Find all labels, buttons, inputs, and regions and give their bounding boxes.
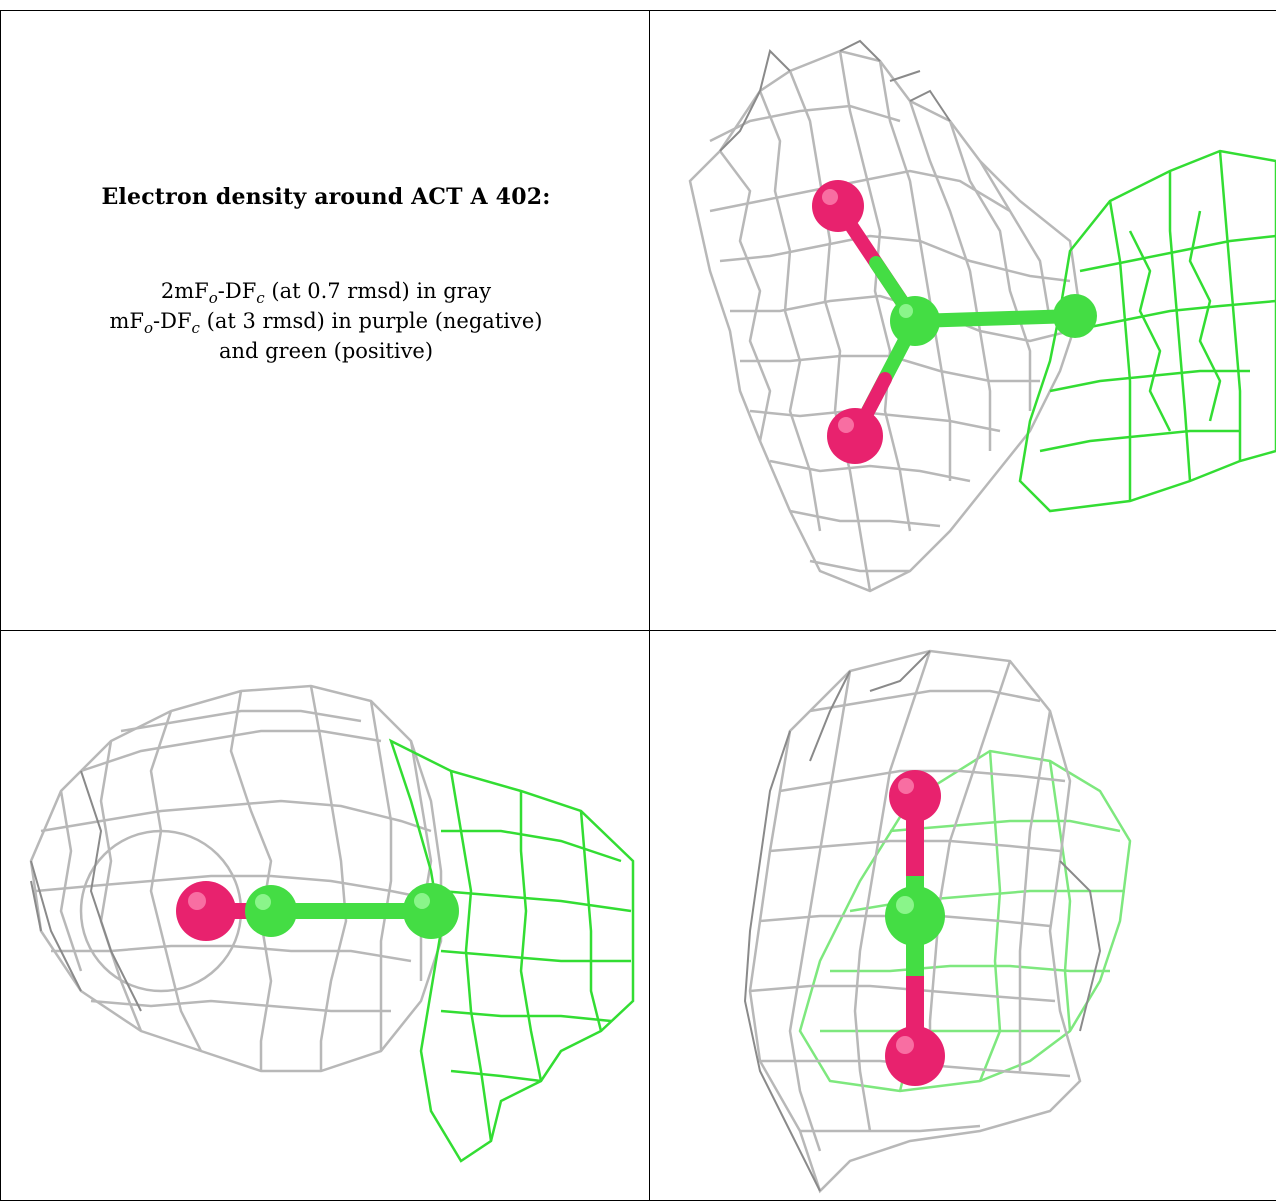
carbon-atom (890, 296, 940, 346)
ligand-model (176, 881, 459, 941)
dark-density-mesh (719, 39, 951, 152)
dark-density-mesh (743, 650, 1102, 1192)
carbon-atom (1053, 294, 1097, 338)
gray-density-mesh (748, 649, 1082, 1194)
density-view-2 (29, 684, 635, 1163)
oxygen-atom (812, 180, 864, 232)
center-border (649, 10, 650, 1201)
ligand-model (885, 770, 945, 1086)
caption-line-3: and green (positive) (218, 339, 434, 363)
density-panel-bottom-right (650, 631, 1276, 1200)
carbon-atom (885, 886, 945, 946)
dark-density-mesh (30, 770, 142, 1012)
left-border (0, 10, 1, 1201)
middle-border (0, 630, 1276, 631)
density-panel-top-right (650, 11, 1276, 630)
oxygen-atom (827, 408, 883, 464)
density-panel-bottom-left (1, 631, 649, 1200)
caption-line-1: 2mFo-DFc (at 0.7 rmsd) in gray (160, 279, 492, 307)
oxygen-atom (889, 770, 941, 822)
density-view-3 (743, 649, 1132, 1194)
green-density-mesh (798, 749, 1132, 1093)
density-view-1 (688, 39, 1276, 593)
top-border (0, 10, 1276, 11)
caption-cell: Electron density around ACT A 402: 2mFo-… (1, 11, 649, 630)
green-density-mesh (1018, 149, 1276, 513)
carbon-atom (245, 885, 297, 937)
caption-line-2: mFo-DFc (at 3 rmsd) in purple (negative) (109, 309, 543, 337)
bottom-border (0, 1200, 1276, 1201)
caption-title: Electron density around ACT A 402: (101, 184, 551, 210)
oxygen-atom (176, 881, 236, 941)
carbon-atom (403, 883, 459, 939)
ligand-model (812, 180, 1097, 464)
oxygen-atom (885, 1026, 945, 1086)
green-density-mesh (388, 738, 635, 1163)
